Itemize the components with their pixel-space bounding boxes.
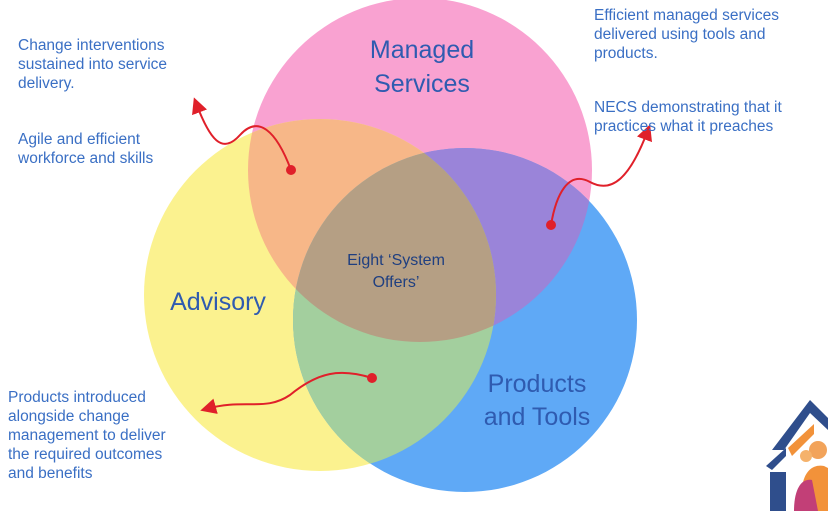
managed-services-label-2: Services — [374, 70, 470, 98]
note-change-interventions: Change interventions sustained into serv… — [18, 37, 168, 92]
center-label-1: Eight ‘System — [347, 252, 445, 269]
note-necs-demonstrating: NECS demonstrating that it practices wha… — [594, 99, 782, 135]
arrow-bottom-left-dot — [367, 373, 377, 383]
arrow-top-left — [192, 97, 296, 175]
intersection-center — [293, 148, 496, 342]
products-tools-label-1: Products — [488, 370, 587, 398]
products-tools-label-2: and Tools — [484, 403, 591, 431]
arrow-top-left-dot — [286, 165, 296, 175]
managed-services-label-1: Managed — [370, 36, 474, 64]
house-people-logo-icon — [762, 388, 828, 511]
arrow-top-right-dot — [546, 220, 556, 230]
arrow-top-right — [546, 124, 652, 230]
note-products-introduced: Products introduced alongside change man… — [8, 389, 166, 482]
advisory-label: Advisory — [170, 288, 266, 316]
note-efficient-managed-services: Efficient managed services delivered usi… — [594, 7, 779, 62]
center-label-2: Offers’ — [373, 274, 420, 291]
arrow-bottom-left — [200, 371, 377, 414]
note-agile-workforce: Agile and efficient workforce and skills — [18, 131, 154, 167]
